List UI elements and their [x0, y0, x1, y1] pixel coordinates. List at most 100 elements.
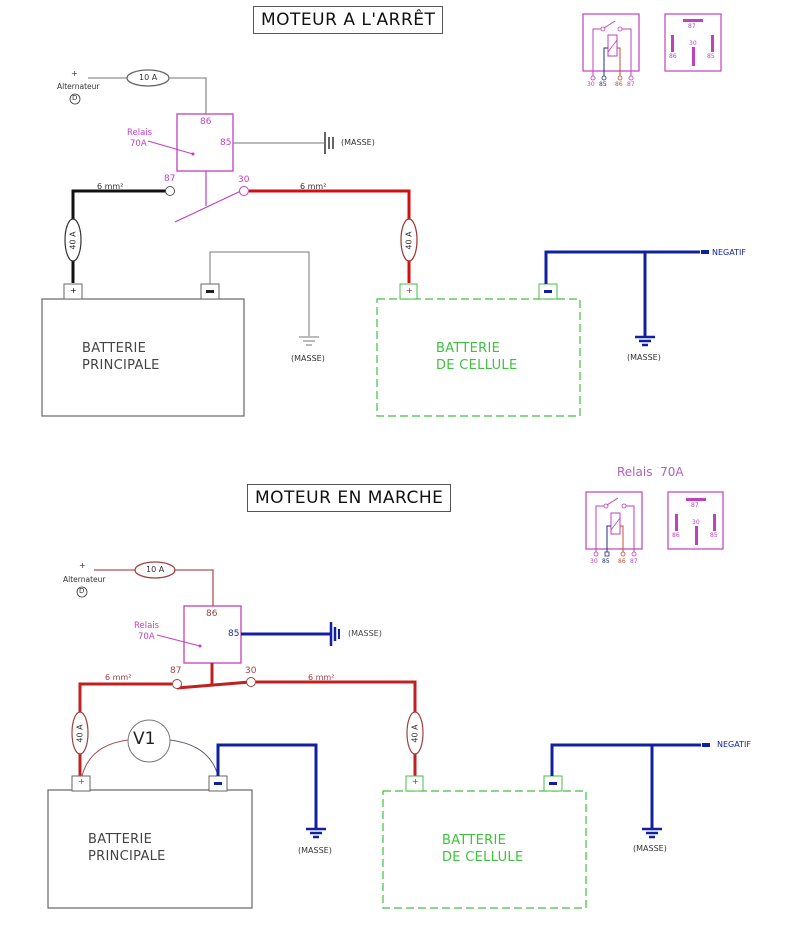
relay-label-line1: Relais [134, 621, 160, 631]
minus-sign [214, 782, 222, 785]
negatif-label-top: NEGATIF [712, 248, 746, 257]
alternator-plus-label: + [79, 561, 86, 570]
socket-pin-85: 85 [710, 532, 718, 539]
fuse-40a-left-label: 40 A [68, 231, 78, 250]
alternator-d-label: D [72, 94, 78, 102]
relay-pointer-dot [191, 152, 195, 156]
negatif-label-bottom: NEGATIF [717, 740, 751, 749]
negatif-terminal-icon [702, 743, 710, 747]
voltmeter-label: V1 [133, 729, 156, 749]
relay-pin-30: 30 [245, 666, 257, 676]
negatif-terminal-icon [701, 250, 709, 254]
contact-87-bottom [172, 679, 182, 689]
wire-left-gauge: 6 mm² [97, 182, 124, 191]
cell-ground-label-top: (MASSE) [627, 353, 661, 362]
relay-diagram-pin-86: 86 [615, 81, 623, 88]
minus-sign [544, 290, 552, 293]
relay-header-bottom: Relais 70A [617, 465, 684, 479]
wire-30-red-bottom [256, 680, 417, 776]
alternator-d-label: D [79, 587, 85, 595]
cell-ground-label-bottom: (MASSE) [633, 844, 667, 853]
cell-battery-label-top: BATTERIE DE CELLULE [436, 340, 517, 374]
main-ground-wire-bottom [216, 743, 318, 828]
main-battery-line1: BATTERIE [82, 341, 147, 356]
relay-pointer [156, 634, 201, 647]
main-battery-label-bottom: BATTERIE PRINCIPALE [88, 831, 166, 865]
voltmeter-lead-minus [169, 739, 219, 777]
main-plus-sign: + [70, 286, 77, 295]
main-battery-top [41, 298, 245, 417]
voltmeter-lead-plus [81, 739, 129, 777]
cell-battery-plus-terminal [405, 775, 424, 792]
neg-wire-bottom [550, 743, 701, 776]
relay-pin-85: 85 [220, 138, 232, 148]
fuse-40a-left-bottom [71, 711, 89, 755]
relay-pointer [147, 140, 194, 155]
relay-label-line1: Relais [127, 128, 153, 138]
fuse-40a-right-bottom [406, 711, 424, 755]
relay-label-line2: 70A [138, 632, 155, 642]
relay-diagram-pin-86: 86 [618, 558, 626, 565]
main-battery-plus-terminal [63, 283, 83, 300]
cell-battery-line1: BATTERIE [436, 341, 501, 356]
relay-switch-open [174, 189, 244, 223]
voltmeter-icon [127, 719, 171, 763]
cell-plus-sign: + [412, 777, 419, 786]
relay-pointer-dot [198, 644, 202, 648]
relay-diagram-pin-30: 30 [590, 558, 598, 565]
socket-pin-85: 85 [707, 53, 715, 60]
main-battery-line2: PRINCIPALE [82, 358, 160, 373]
socket-pin-86: 86 [672, 532, 680, 539]
contact-30-bottom [246, 677, 256, 687]
relay-label-line2: 70A [130, 139, 147, 149]
top-section [41, 13, 722, 417]
fuse-40a-left-label: 40 A [75, 724, 85, 743]
alternator-plus-label: + [71, 69, 78, 78]
relay-ground-label: (MASSE) [341, 138, 375, 147]
signal-wire-top [169, 77, 207, 114]
wire-30-red [249, 189, 411, 283]
socket-pin-30: 30 [692, 519, 700, 526]
cell-battery-label-bottom: BATTERIE DE CELLULE [442, 832, 523, 866]
cell-battery-line2: DE CELLULE [436, 358, 518, 373]
relay-diagram-pin-87: 87 [630, 558, 638, 565]
main-plus-sign: + [78, 777, 85, 786]
main-ground-label-bottom: (MASSE) [298, 846, 332, 855]
minus-sign [206, 290, 214, 293]
relay-schematic-top [582, 13, 640, 81]
fuse-40a-left-top [64, 218, 82, 262]
bottom-section [47, 491, 724, 909]
minus-sign [549, 782, 557, 785]
title-moteur-marche: MOTEUR EN MARCHE [247, 484, 452, 512]
alternator-label: Alternateur [57, 82, 100, 91]
main-ground-label-top: (MASSE) [291, 354, 325, 363]
fuse-40a-right-label: 40 A [410, 724, 420, 743]
relay-pin-30: 30 [238, 175, 250, 185]
relay-pin-85: 85 [228, 629, 240, 639]
cell-plus-sign: + [406, 286, 413, 295]
relay-schematic-bottom [585, 491, 643, 557]
wire-right-gauge: 6 mm² [308, 673, 335, 682]
main-battery-line2: PRINCIPALE [88, 849, 166, 864]
wire-87-black [71, 189, 166, 283]
contact-87-top [165, 186, 175, 196]
main-battery-label-top: BATTERIE PRINCIPALE [82, 340, 160, 374]
relay-socket-top [664, 13, 722, 72]
socket-pin-87: 87 [688, 23, 696, 30]
relay-diagram-pin-85: 85 [602, 558, 610, 565]
contact-30-top [239, 186, 249, 196]
socket-pin-86: 86 [669, 53, 677, 60]
cell-battery-line1: BATTERIE [442, 833, 507, 848]
alternator-terminal-icon [69, 93, 81, 105]
alternator-terminal-icon [76, 586, 88, 598]
relay-diagram-pin-85: 85 [599, 81, 607, 88]
cell-battery-plus-terminal [399, 283, 418, 300]
cell-battery-line2: DE CELLULE [442, 850, 524, 865]
fuse-40a-right-top [400, 218, 418, 262]
cell-battery-top [376, 298, 581, 417]
fuse-10a-label: 10 A [139, 73, 158, 82]
neg-wire-top [544, 250, 700, 284]
relay-ground-label: (MASSE) [348, 629, 382, 638]
main-ground-wire-top [209, 251, 310, 336]
